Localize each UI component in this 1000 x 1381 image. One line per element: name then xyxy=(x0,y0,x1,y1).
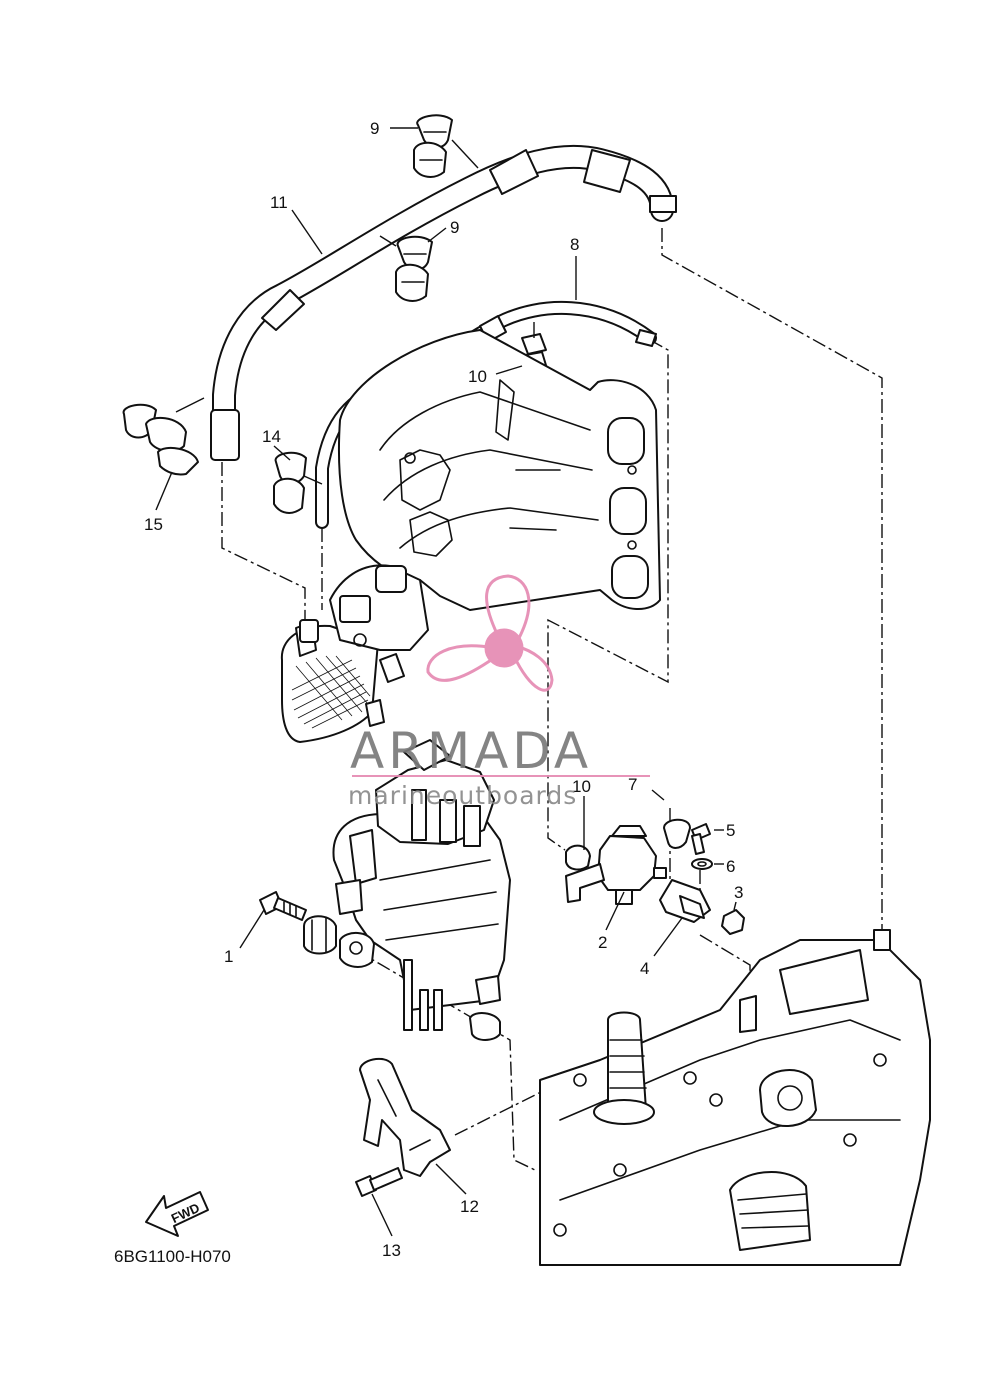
bolt-1 xyxy=(259,891,307,921)
vapor-separator xyxy=(332,739,511,1031)
hose-12 xyxy=(210,144,677,461)
callout-4: 4 xyxy=(640,959,649,978)
callout-12: 11 xyxy=(270,193,288,212)
callout-7: 7 xyxy=(628,775,637,794)
callout-15: 14 xyxy=(262,427,281,446)
grommet xyxy=(303,915,337,955)
propeller-logo-icon xyxy=(426,574,554,692)
silencer-mesh xyxy=(291,655,371,729)
callout-8: 8 xyxy=(570,235,579,254)
clip-16 xyxy=(122,403,199,476)
diagram-code: 6BG1100-H070 xyxy=(114,1247,231,1266)
leader-lines xyxy=(155,127,737,1237)
callout-3: 3 xyxy=(734,883,743,902)
clip-9-middle xyxy=(395,235,433,302)
callout-9-upper: 9 xyxy=(370,119,379,138)
clip-11 xyxy=(565,844,591,871)
callout-2: 2 xyxy=(598,933,607,952)
callout-1: 1 xyxy=(224,947,233,966)
clip-9-upper xyxy=(413,114,453,178)
bolt-5 xyxy=(691,823,711,855)
callout-16: 15 xyxy=(144,515,163,534)
callout-9-middle: 9 xyxy=(450,218,459,237)
fwd-arrow: FWD xyxy=(145,1191,209,1237)
powerhead xyxy=(539,929,931,1266)
callout-14: 13 xyxy=(382,1241,401,1260)
throttle-body xyxy=(280,564,429,743)
grommet-7 xyxy=(663,818,691,849)
callout-10: 10 xyxy=(468,367,487,386)
watermark: ARMADA marineoutboards xyxy=(348,574,650,810)
nut-3 xyxy=(721,909,745,935)
callouts: 9 11 9 8 10 14 15 10 7 5 6 3 2 4 1 12 13… xyxy=(114,119,743,1266)
watermark-brand: ARMADA xyxy=(350,722,592,780)
solenoid-2 xyxy=(565,825,667,905)
washer-6 xyxy=(691,858,713,870)
bolt-14 xyxy=(355,1167,403,1197)
collar xyxy=(469,1012,501,1041)
callout-11: 10 xyxy=(572,777,591,796)
intake-manifold xyxy=(337,329,661,611)
bracket-4 xyxy=(659,879,711,923)
routing-lines xyxy=(221,228,883,1171)
callout-6: 6 xyxy=(726,857,735,876)
bracket-13 xyxy=(359,1057,451,1177)
clip-15 xyxy=(273,451,307,514)
callout-5: 5 xyxy=(726,821,735,840)
watermark-tagline: marineoutboards xyxy=(348,781,577,810)
callout-13: 12 xyxy=(460,1197,479,1216)
